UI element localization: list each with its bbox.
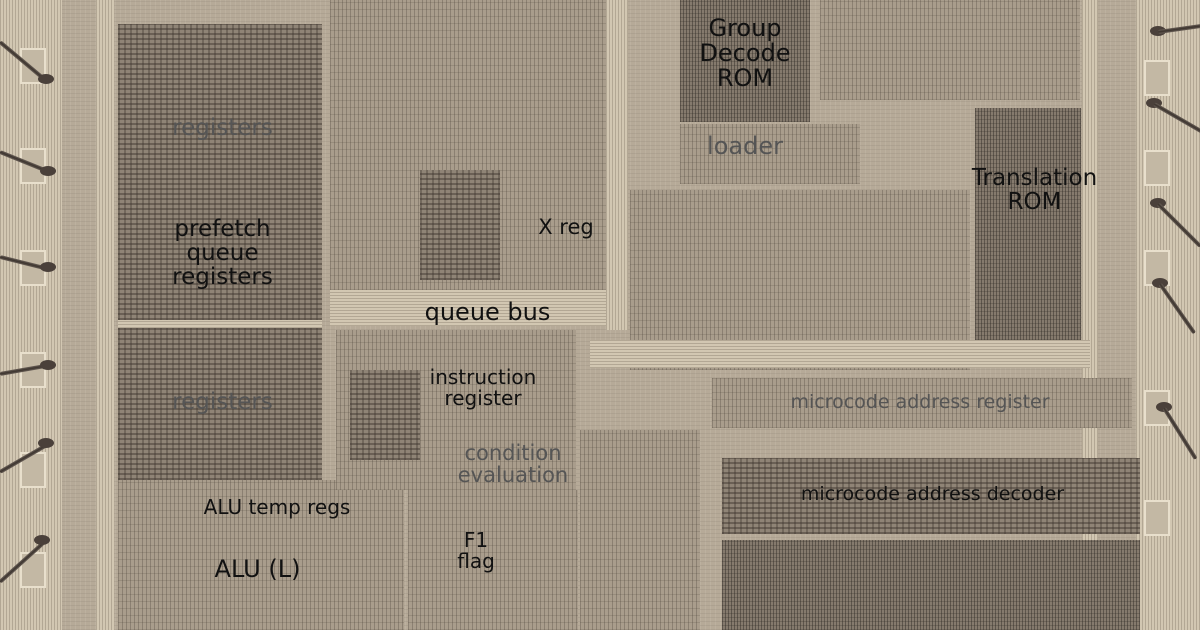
- register-separator: [118, 320, 322, 328]
- bond-wire-ball: [38, 74, 54, 84]
- upper-right-logic: [820, 0, 1080, 100]
- bond-pad: [1144, 150, 1170, 186]
- instruction-register-array: [350, 370, 420, 460]
- microcode-rom: [722, 540, 1140, 630]
- upper-logic: [330, 0, 608, 290]
- bond-pad: [1144, 60, 1170, 96]
- label-translation-rom: Translation ROM: [971, 165, 1098, 216]
- bond-wire-ball: [40, 166, 56, 176]
- register-block-bottom: [118, 328, 322, 480]
- bond-wire-ball: [38, 438, 54, 448]
- label-registers-bottom: registers: [172, 389, 273, 415]
- alu-block: [118, 480, 404, 630]
- label-instruction-register: instruction register: [429, 365, 537, 410]
- label-alu-l: ALU (L): [214, 555, 301, 583]
- label-f1-flag: F1 flag: [457, 528, 495, 573]
- f1-flag-block: [408, 490, 578, 630]
- label-x-reg: X reg: [538, 215, 594, 239]
- bond-pad: [20, 48, 46, 84]
- label-microcode-address-register: microcode address register: [790, 391, 1050, 413]
- microcode-address-register-block: [712, 378, 1132, 428]
- translation-rom: [975, 108, 1081, 348]
- bond-wire-ball: [40, 262, 56, 272]
- queue-bus-strip: [330, 290, 620, 326]
- bond-wire-ball: [40, 360, 56, 370]
- bond-wire-ball: [34, 535, 50, 545]
- label-loader: loader: [707, 132, 783, 160]
- register-block-top: [118, 24, 322, 320]
- vertical-bus-center: [606, 0, 628, 330]
- label-alu-temp-regs: ALU temp regs: [203, 495, 351, 519]
- label-microcode-address-decoder: microcode address decoder: [800, 483, 1065, 505]
- group-decode-rom: [680, 0, 810, 122]
- label-group-decode-rom: Group Decode ROM: [699, 14, 791, 93]
- x-reg-block: [420, 170, 500, 280]
- label-prefetch-queue-registers: prefetch queue registers: [172, 216, 273, 291]
- lower-center-logic: [580, 430, 700, 630]
- left-pad-strip: [0, 0, 62, 630]
- horizontal-bus: [590, 340, 1090, 368]
- loader-block: [680, 124, 860, 184]
- bond-pad: [1144, 500, 1170, 536]
- label-condition-evaluation: condition evaluation: [457, 441, 569, 488]
- label-registers-top: registers: [172, 115, 273, 141]
- left-vertical-bus: [96, 0, 114, 630]
- label-queue-bus: queue bus: [424, 298, 551, 326]
- right-vertical-bus: [1082, 0, 1098, 630]
- microcode-address-decoder-block: [722, 458, 1140, 534]
